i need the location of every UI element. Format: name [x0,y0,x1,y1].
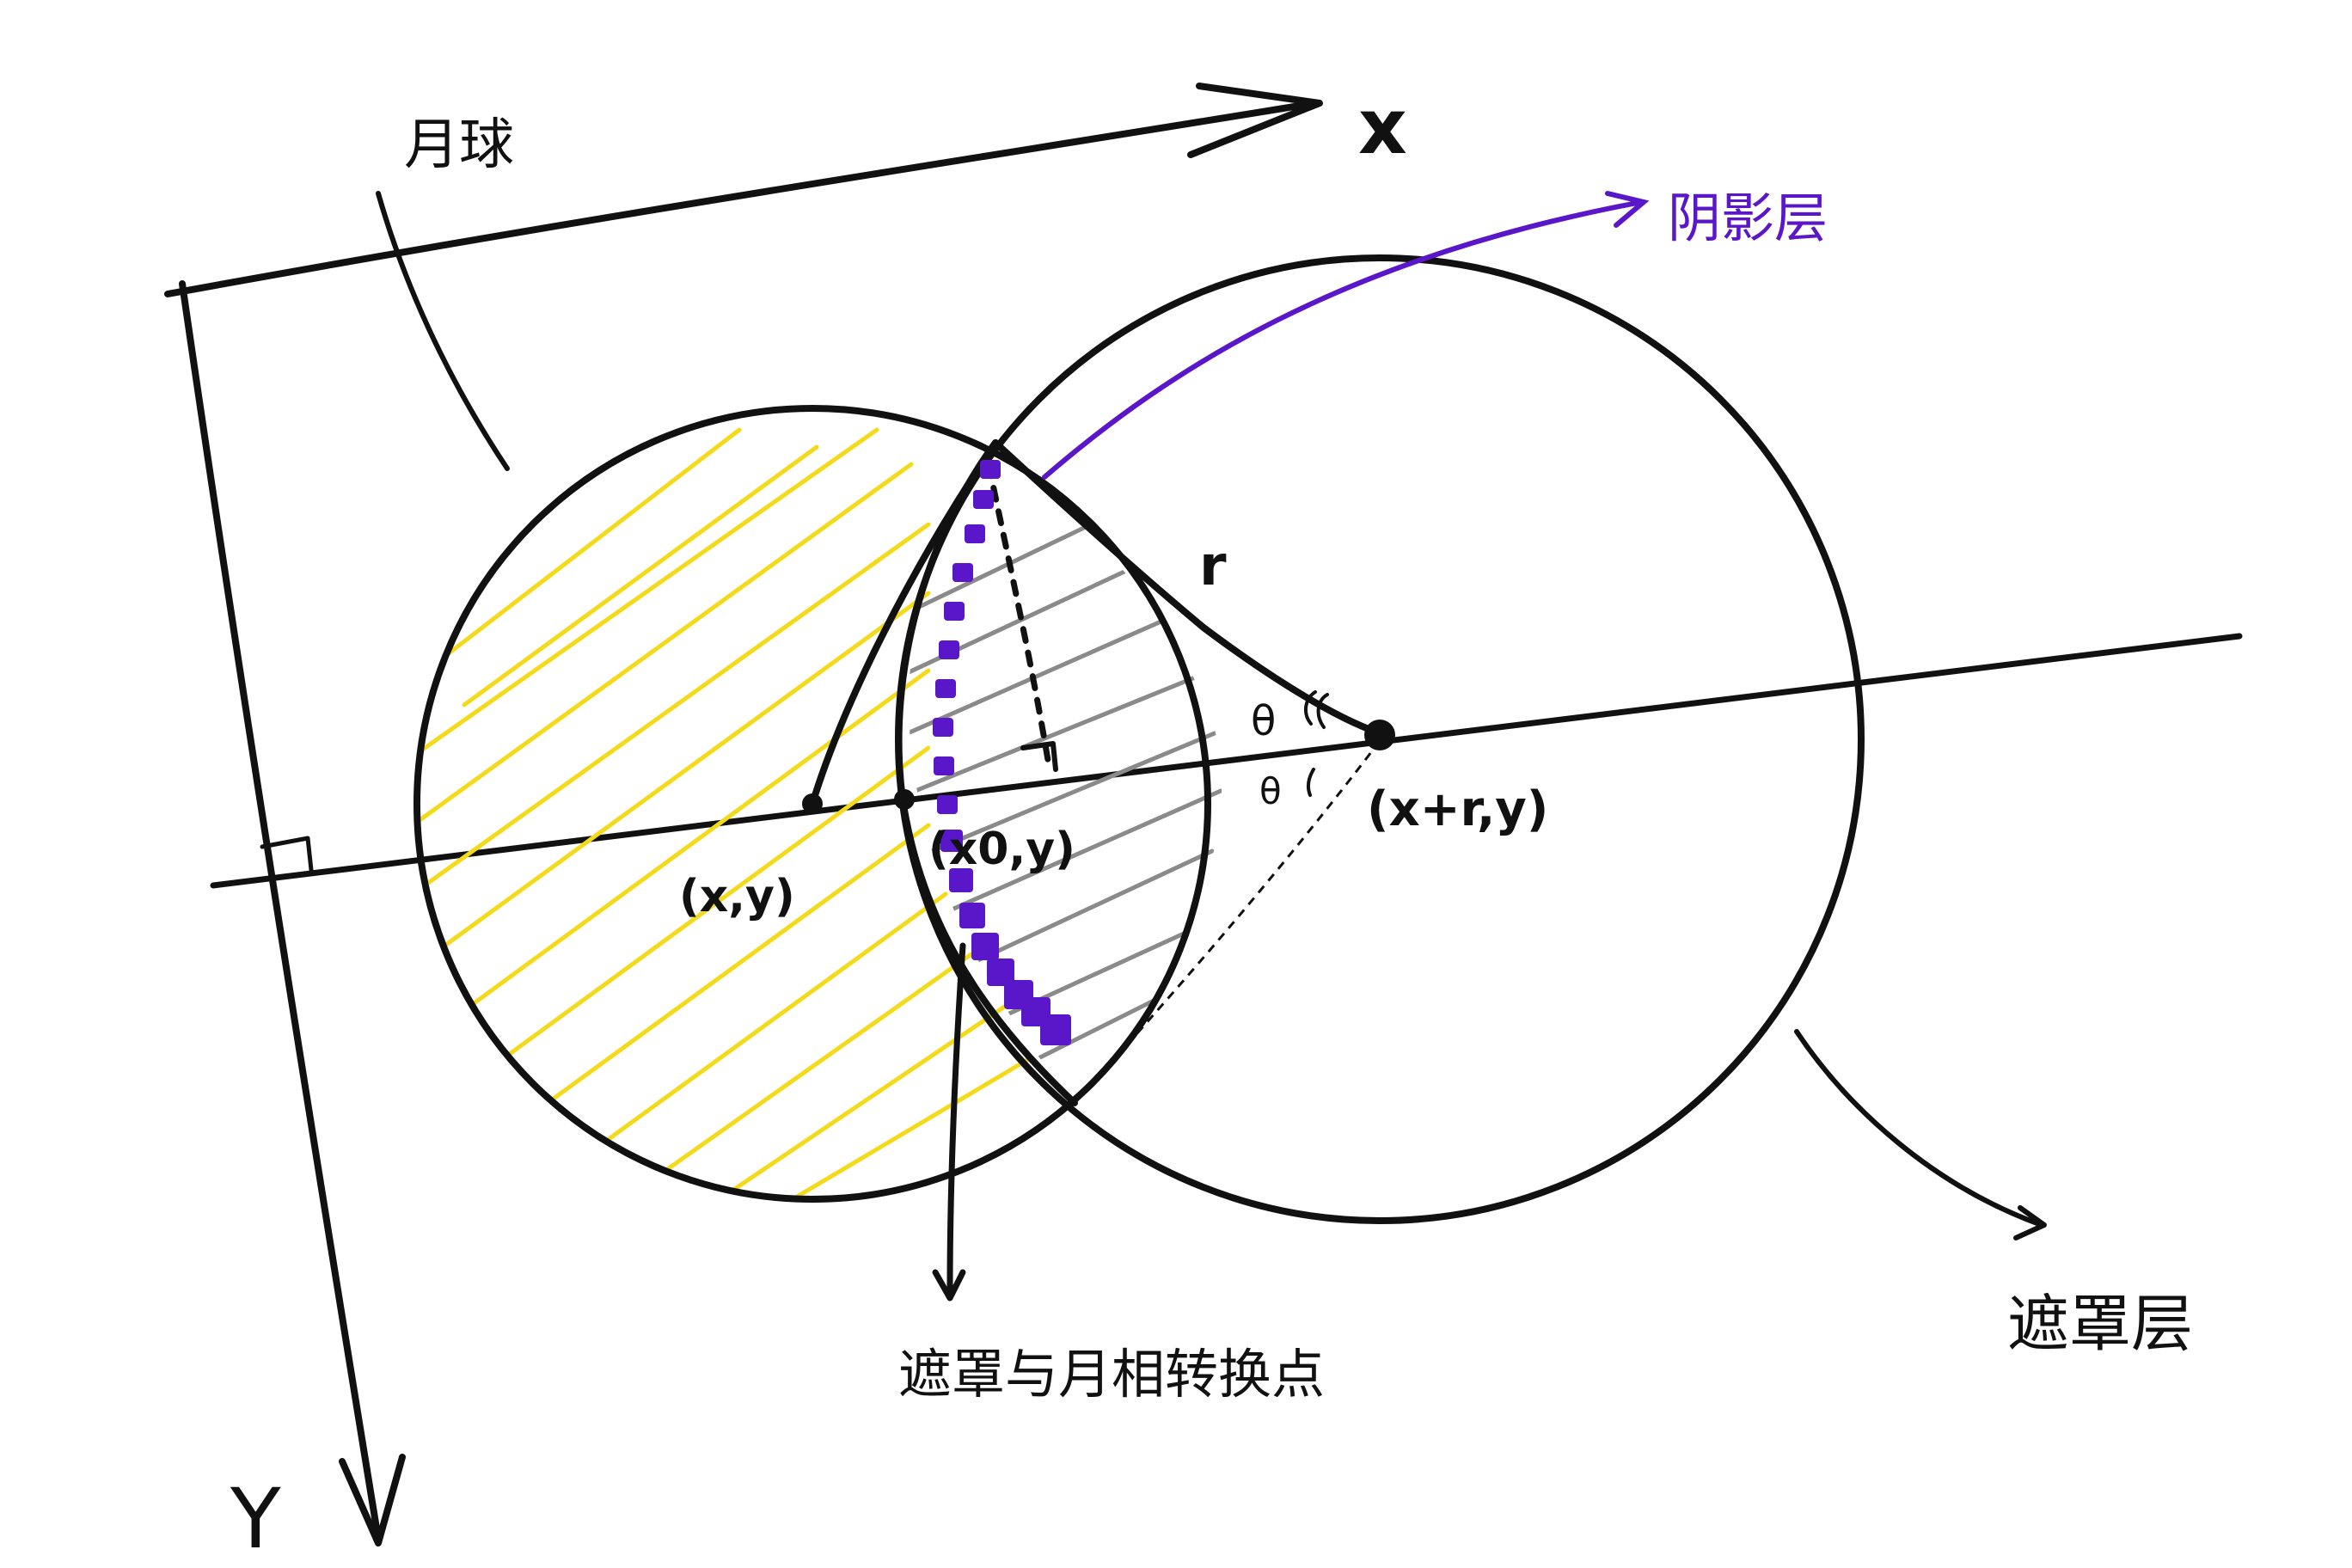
radius-curve [992,439,1392,739]
center-to-intersection-curve [809,439,999,807]
angle-arc-top-2 [1316,693,1329,729]
y-axis [179,280,406,1547]
center-point [802,793,823,814]
theta-top-label: θ [1251,697,1276,745]
x-axis [164,83,1323,297]
center-point-label: (x,y) [679,871,795,922]
angle-arc-top [1304,690,1317,726]
mask-pointer-head [2013,1205,2047,1240]
center-line [210,633,2243,889]
radius-label: r [1199,535,1227,598]
intersection-arrow [932,942,966,1302]
x0-point-label: (x0,y) [928,824,1075,875]
moon-label: 月球 [404,113,514,177]
height-dashed-line [985,461,1052,769]
theta-bottom-label: θ [1259,770,1282,812]
x-axis-label: x [1358,83,1407,171]
mask-center-point [1364,720,1395,750]
moon-pointer [376,191,510,471]
shadow-layer-arrow [1042,191,1650,480]
moon-yellow-hatching [420,427,1034,1199]
mask-center-label: (x+r,y) [1367,781,1548,837]
right-angle-mark [260,836,314,873]
moon-circle [413,405,1211,1203]
angle-arc-bottom [1306,768,1315,797]
shadow-boundary-dots [933,460,1071,1045]
mask-pointer [1794,1029,2044,1228]
height-right-angle [1020,741,1058,772]
mask-layer-label: 遮罩层 [2007,1288,2193,1360]
shadow-layer-label: 阴影层 [1668,187,1828,249]
lower-dashed-line [1073,740,1381,1105]
y-axis-label: Y [230,1471,281,1567]
x0-point [894,789,915,810]
intersection-note: 遮罩与月相转换点 [898,1343,1325,1406]
